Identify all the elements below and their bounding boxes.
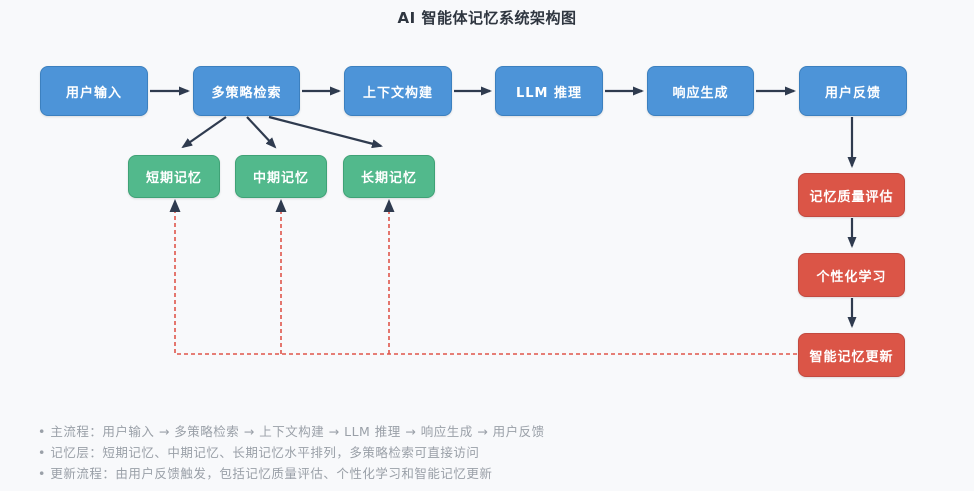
arrow-retrieval-to-short-term (181, 116, 227, 149)
note-main-flow: • 主流程：用户输入 → 多策略检索 → 上下文构建 → LLM 推理 → 响应… (38, 424, 545, 439)
node-short-term-memory: 短期记忆 (128, 155, 220, 198)
node-llm-inference: LLM 推理 (495, 66, 603, 116)
diagram-title: AI 智能体记忆系统架构图 (397, 9, 577, 27)
node-response-generation: 响应生成 (647, 66, 754, 116)
node-label: 长期记忆 (360, 171, 417, 186)
node-personalized-learning: 个性化学习 (798, 253, 905, 297)
note-memory-layers: • 记忆层：短期记忆、中期记忆、长期记忆水平排列，多策略检索可直接访问 (38, 445, 480, 460)
node-label: 短期记忆 (145, 171, 202, 186)
node-label: 响应生成 (672, 85, 729, 101)
node-label: 多策略检索 (211, 85, 282, 101)
node-label: 个性化学习 (816, 269, 887, 285)
node-label: LLM 推理 (515, 85, 583, 101)
node-context-building: 上下文构建 (344, 66, 452, 116)
node-label: 用户输入 (65, 85, 122, 101)
node-user-input: 用户输入 (40, 66, 148, 116)
node-memory-quality-evaluation: 记忆质量评估 (798, 173, 905, 217)
dashed-update-to-short-term (174, 212, 797, 355)
node-label: 智能记忆更新 (809, 349, 894, 365)
legend-notes: • 主流程：用户输入 → 多策略检索 → 上下文构建 → LLM 推理 → 响应… (38, 421, 545, 484)
node-label: 中期记忆 (252, 171, 309, 186)
memory-update-feedback-loop (169, 199, 797, 355)
note-update-flow: • 更新流程：由用户反馈触发，包括记忆质量评估、个性化学习和智能记忆更新 (38, 466, 493, 481)
arrowhead-mid-term (275, 199, 287, 212)
node-user-feedback: 用户反馈 (799, 66, 907, 116)
arrow-retrieval-to-mid-term (246, 116, 277, 149)
node-multi-strategy-retrieval: 多策略检索 (193, 66, 300, 116)
retrieval-to-memory-arrows (181, 115, 383, 149)
arrowhead-short-term (169, 199, 181, 212)
node-label: 记忆质量评估 (809, 189, 894, 205)
node-long-term-memory: 长期记忆 (343, 155, 435, 198)
node-mid-term-memory: 中期记忆 (235, 155, 327, 198)
node-label: 上下文构建 (362, 85, 433, 101)
arrowhead-long-term (383, 199, 395, 212)
arrow-retrieval-to-long-term (268, 115, 383, 149)
node-intelligent-memory-update: 智能记忆更新 (798, 333, 905, 377)
node-label: 用户反馈 (824, 85, 881, 101)
